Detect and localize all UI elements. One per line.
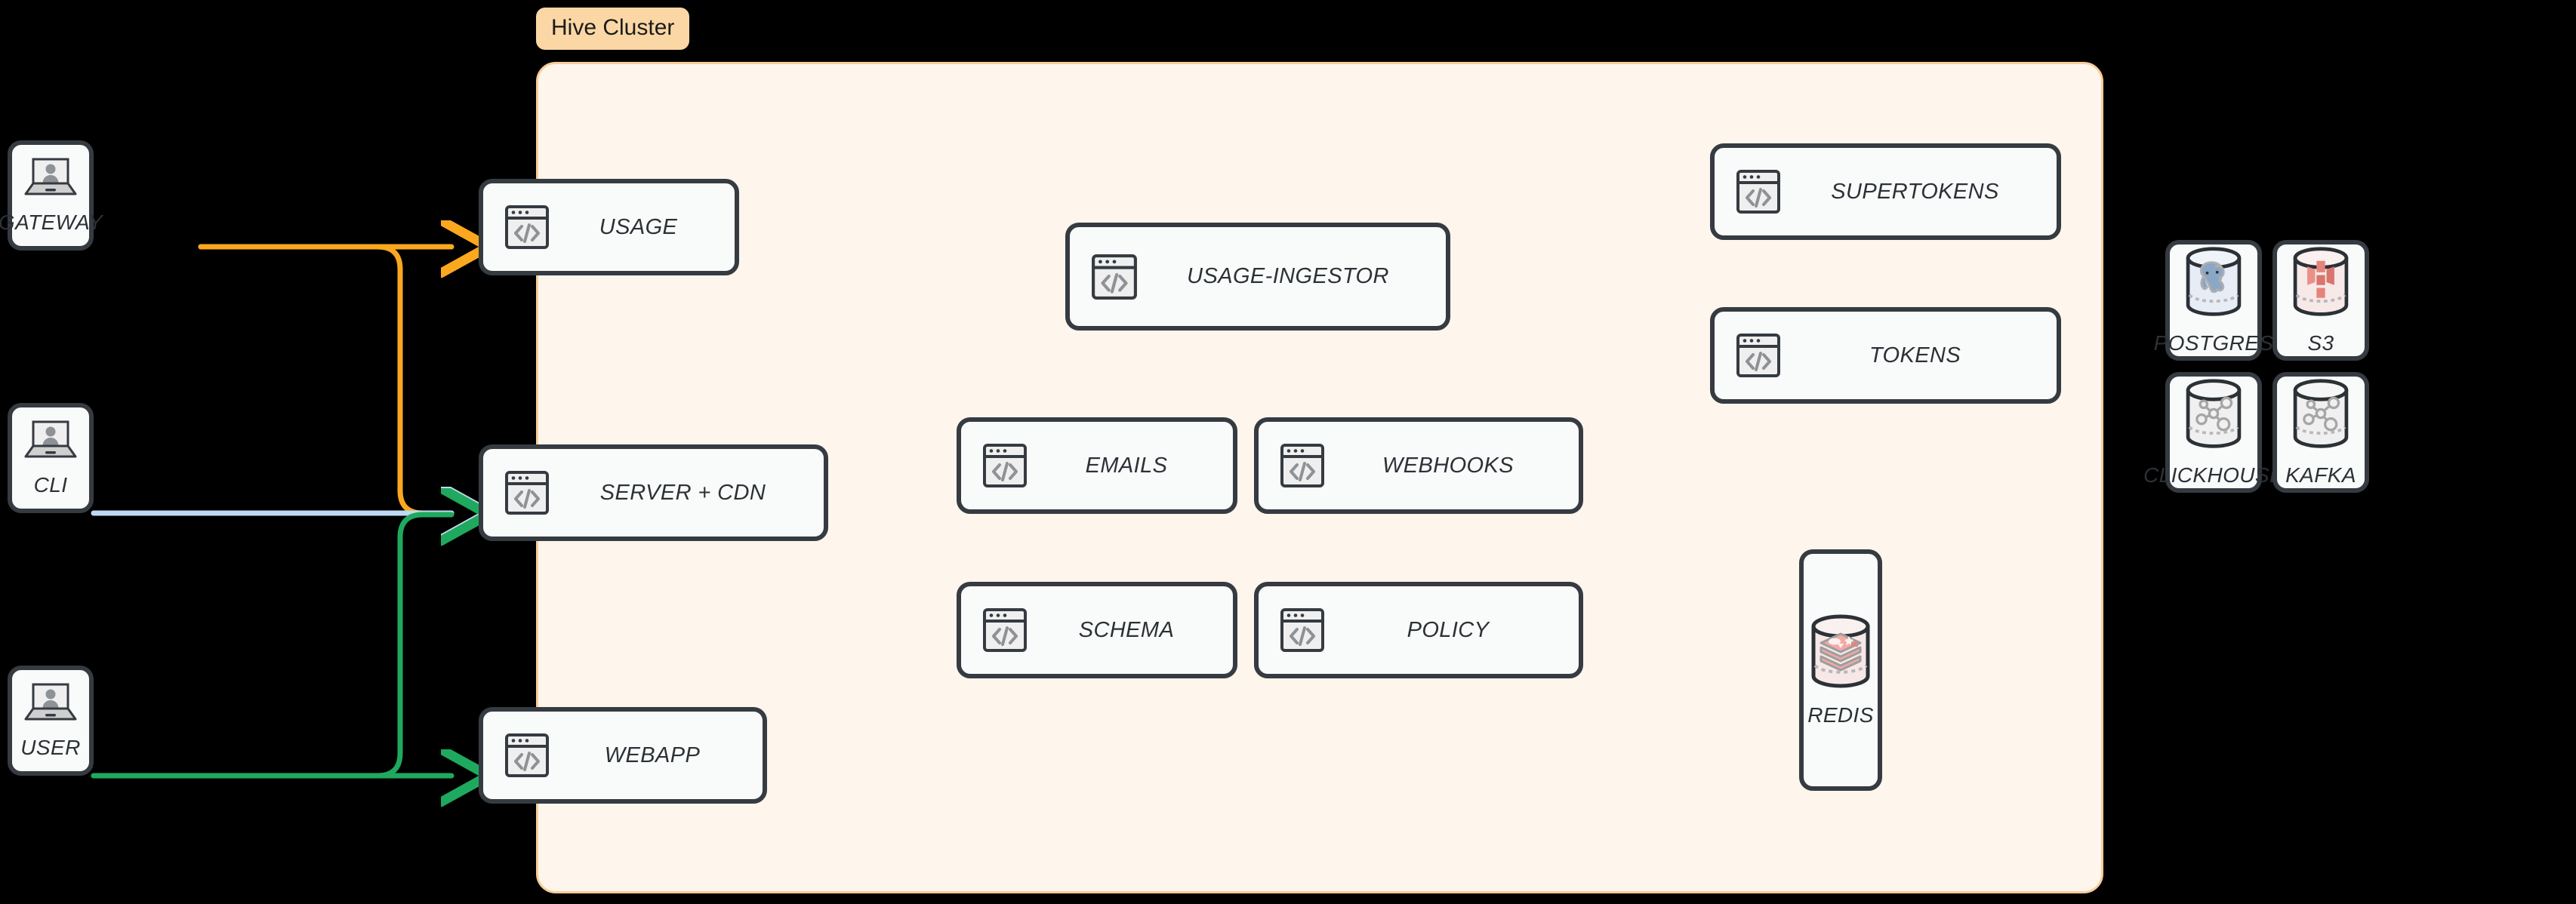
code-window-icon <box>1092 254 1137 300</box>
client-node-user[interactable]: USER <box>8 666 94 776</box>
client-node-gateway[interactable]: GATEWAY <box>0 140 103 251</box>
code-window-icon <box>983 444 1027 487</box>
datastore-label-postgres: POSTGRES <box>2153 331 2274 355</box>
service-node-emails[interactable]: EMAILS <box>957 417 1237 514</box>
code-window-icon <box>983 608 1027 652</box>
edge-user-to-server-cdn <box>91 515 451 779</box>
code-window-icon <box>1280 608 1324 652</box>
client-label-gateway: GATEWAY <box>0 211 103 234</box>
service-label-server-cdn: SERVER + CDN <box>599 480 766 505</box>
datastore-node-postgres[interactable]: POSTGRES <box>2154 240 2273 361</box>
code-window-icon <box>1280 444 1324 487</box>
laptop-user-icon <box>24 683 77 721</box>
service-label-usage-ingestor: USAGE-INGESTOR <box>1187 264 1389 288</box>
laptop-user-icon <box>24 420 77 458</box>
service-label-usage: USAGE <box>599 214 678 239</box>
edge-gateway-to-server-cdn <box>198 244 451 513</box>
laptop-user-icon <box>24 158 77 195</box>
service-node-schema[interactable]: SCHEMA <box>957 582 1237 678</box>
code-window-icon <box>505 733 549 777</box>
datastore-label-clickhouse: CLICKHOUSE <box>2143 463 2285 487</box>
service-node-webapp[interactable]: WEBAPP <box>479 707 767 804</box>
client-label-user: USER <box>20 736 81 759</box>
postgres-database-icon <box>2186 247 2242 316</box>
datastore-node-redis[interactable]: REDIS <box>1799 549 1882 791</box>
service-label-tokens: TOKENS <box>1869 343 1961 367</box>
code-window-icon <box>505 471 549 515</box>
hive-cluster-label: Hive Cluster <box>536 8 690 50</box>
datastore-label-kafka: KAFKA <box>2285 463 2356 487</box>
service-label-webhooks: WEBHOOKS <box>1382 453 1514 478</box>
service-node-webhooks[interactable]: WEBHOOKS <box>1254 417 1583 514</box>
service-label-policy: POLICY <box>1407 617 1490 642</box>
service-label-webapp: WEBAPP <box>604 743 701 767</box>
client-node-cli[interactable]: CLI <box>8 403 94 513</box>
code-window-icon <box>1736 170 1780 214</box>
code-window-icon <box>1736 334 1780 377</box>
datastore-label-redis: REDIS <box>1807 703 1874 727</box>
datastore-label-s3: S3 <box>2307 331 2334 355</box>
client-label-cli: CLI <box>33 473 68 497</box>
service-node-policy[interactable]: POLICY <box>1254 582 1583 678</box>
datastore-node-clickhouse[interactable]: CLICKHOUSE <box>2143 372 2284 493</box>
service-label-schema: SCHEMA <box>1078 617 1175 642</box>
redis-database-icon <box>1811 614 1870 688</box>
service-node-server-cdn[interactable]: SERVER + CDN <box>479 444 828 541</box>
generic-database-icon <box>2293 379 2349 448</box>
s3-database-icon <box>2293 247 2349 316</box>
generic-database-icon <box>2186 379 2242 448</box>
service-node-usage[interactable]: USAGE <box>479 179 739 275</box>
service-label-emails: EMAILS <box>1085 453 1168 478</box>
code-window-icon <box>505 205 549 249</box>
service-node-tokens[interactable]: TOKENS <box>1710 307 2061 404</box>
datastore-node-s3[interactable]: S3 <box>2272 240 2369 361</box>
service-node-usage-ingestor[interactable]: USAGE-INGESTOR <box>1065 223 1450 331</box>
datastore-node-kafka[interactable]: KAFKA <box>2272 372 2369 493</box>
service-node-supertokens[interactable]: SUPERTOKENS <box>1710 143 2061 240</box>
service-label-supertokens: SUPERTOKENS <box>1831 179 1999 204</box>
